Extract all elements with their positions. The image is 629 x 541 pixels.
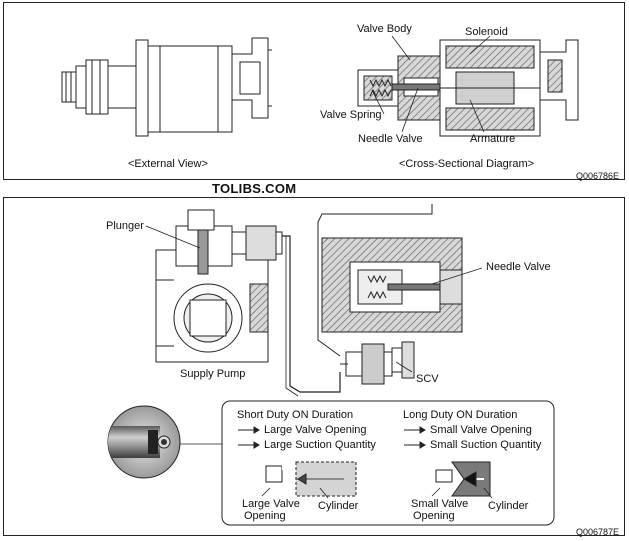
long-duty-title: Long Duty ON Duration (403, 409, 518, 421)
scv-photo-inset (107, 405, 181, 479)
watermark: TOLIBS.COM (212, 181, 297, 196)
bottom-leader-lines (145, 225, 483, 373)
top-diagram-panel (3, 2, 625, 180)
short-duty-cylinder-label: Cylinder (318, 500, 359, 512)
short-duty-opening-label-1: Large Valve (242, 498, 300, 510)
cross-section-drawing (357, 39, 579, 137)
short-duty-title: Short Duty ON Duration (237, 409, 354, 421)
return-pipe (317, 204, 433, 357)
scv-component-drawing (340, 341, 415, 385)
short-duty-bullet-2: Large Suction Quantity (264, 439, 376, 451)
supply-pump-drawing (155, 209, 283, 363)
label-scv: SCV (416, 373, 439, 385)
scv-cutaway-drawing (321, 237, 463, 333)
short-duty-opening-label-2: Opening (244, 510, 286, 522)
long-duty-valve-diagram (431, 461, 493, 499)
figure-code-top: Q006786E (576, 171, 620, 181)
top-leader-lines (371, 35, 491, 133)
label-supply-pump: Supply Pump (180, 368, 246, 380)
label-valve-body: Valve Body (357, 23, 412, 35)
label-valve-spring: Valve Spring (320, 109, 382, 121)
fuel-pipe (282, 235, 341, 393)
long-duty-opening-label-2: Opening (413, 510, 455, 522)
external-view-drawing (61, 37, 272, 137)
bullet-arrows (238, 426, 426, 449)
label-needle-valve-top: Needle Valve (358, 133, 423, 145)
caption-external-view: <External View> (128, 158, 208, 170)
caption-cross-section: <Cross-Sectional Diagram> (399, 158, 535, 170)
long-duty-cylinder-label: Cylinder (488, 500, 529, 512)
label-solenoid: Solenoid (465, 26, 508, 38)
figure-code-bottom: Q006787E (576, 527, 620, 537)
short-duty-bullet-1: Large Valve Opening (264, 424, 367, 436)
label-needle-valve-bottom: Needle Valve (486, 261, 551, 273)
long-duty-bullet-2: Small Suction Quantity (430, 439, 542, 451)
label-armature: Armature (470, 133, 516, 145)
bottom-diagram-panel (3, 197, 625, 536)
label-plunger: Plunger (106, 220, 144, 232)
short-duty-valve-diagram (261, 461, 357, 499)
long-duty-opening-label-1: Small Valve (411, 498, 469, 510)
long-duty-bullet-1: Small Valve Opening (430, 424, 532, 436)
